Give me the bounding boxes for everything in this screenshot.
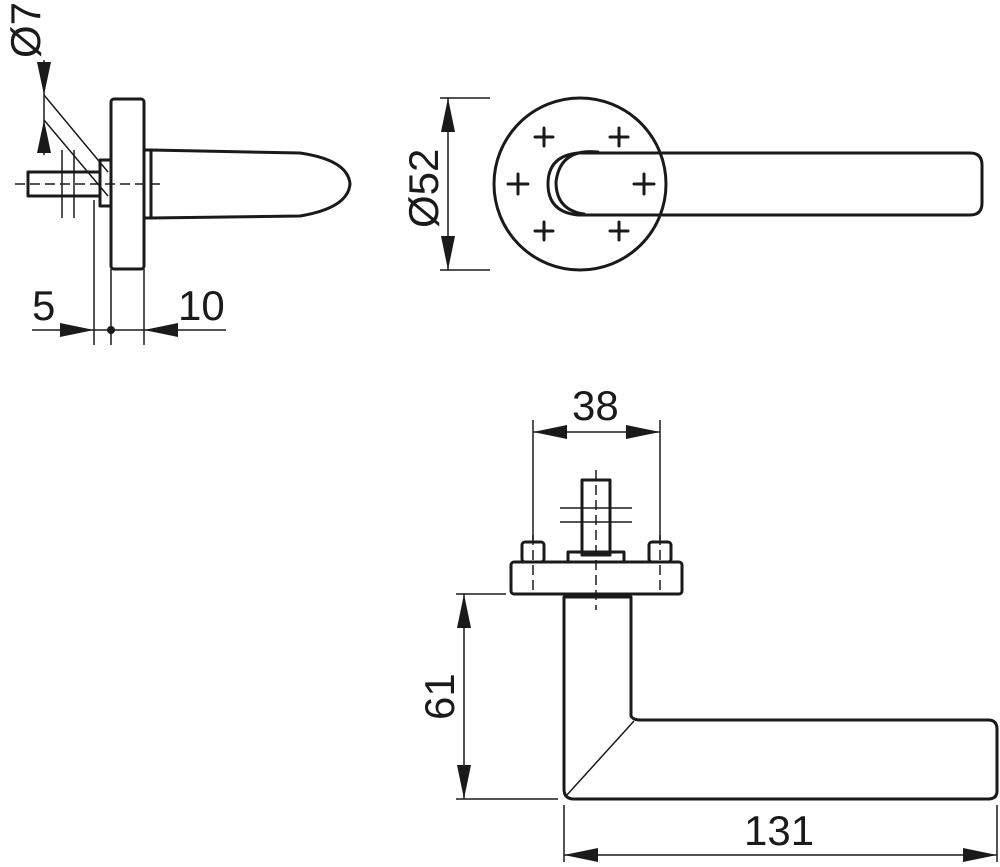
side-spindle-cross: [50, 150, 95, 218]
side-spindle-collar: [98, 158, 113, 208]
top-dim-61-arrow-top: [457, 594, 471, 628]
top-dim-61-arrow-bottom: [457, 765, 471, 799]
side-diameter-arrow-bottom: [37, 120, 51, 153]
front-rose: [492, 96, 668, 272]
top-dim-131-arrow-left: [564, 848, 598, 862]
top-view: 38 61 131: [416, 382, 999, 862]
top-spring-cassette: [566, 550, 626, 564]
side-thickness-label: 10: [178, 282, 225, 329]
side-offset-label: 5: [32, 282, 55, 329]
side-diameter-label: Ø7: [2, 2, 49, 58]
top-dim-38-arrow-right: [626, 425, 660, 439]
top-spacing-label: 38: [572, 382, 619, 429]
side-diameter-leader: [43, 94, 109, 173]
side-lever-grip: [149, 148, 352, 220]
side-view: Ø7 5 10: [2, 2, 352, 345]
top-height-label: 61: [416, 673, 463, 720]
top-lever-bevel: [565, 720, 635, 797]
front-lever: [546, 151, 984, 217]
front-lever-base-ring: [554, 150, 600, 216]
front-dim-arrow-top: [441, 98, 455, 132]
side-diameter-leader-2: [43, 119, 109, 197]
side-dim-dot: [107, 326, 115, 334]
front-diameter-label: Ø52: [400, 149, 447, 228]
front-dim-arrow-bottom: [441, 236, 455, 270]
side-diameter-arrow-top: [37, 62, 51, 95]
side-dim-arrow-left: [60, 323, 94, 337]
front-view: Ø52: [400, 96, 984, 272]
side-dim-arrow-right: [144, 323, 178, 337]
top-dim-131-arrow-right: [963, 848, 997, 862]
top-dim-38-arrow-left: [533, 425, 567, 439]
top-length-label: 131: [744, 807, 814, 854]
front-fixing-marks: [506, 126, 656, 242]
top-lever: [562, 595, 999, 801]
